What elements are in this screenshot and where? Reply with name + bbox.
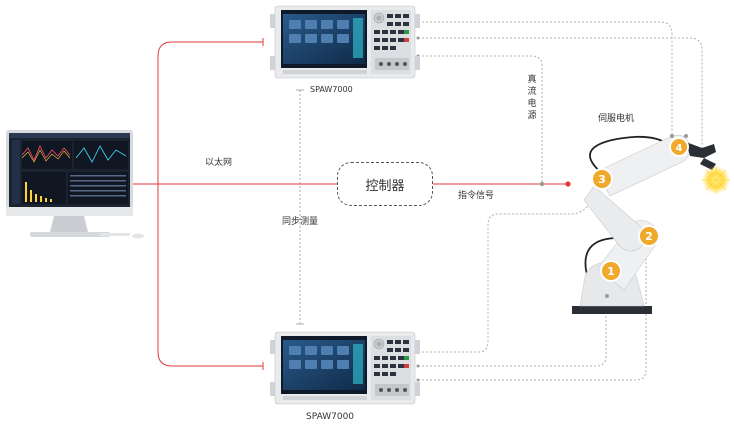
joint-label-2: 2 (645, 230, 653, 243)
controller-label: 控制器 (365, 178, 405, 194)
controller-box: 控制器 (337, 162, 433, 206)
measurement-connections (299, 21, 703, 381)
servo-motor-label: 伺服电机 (598, 114, 635, 124)
ethernet-line-branch (157, 41, 263, 184)
power-line (418, 55, 543, 182)
analyzer-top-label: SPAW7000 (310, 85, 353, 94)
power-supply-label: 真流电源 (527, 75, 537, 121)
power-analyzer-bottom (270, 331, 420, 405)
computer-monitor (6, 130, 144, 239)
sync-measure-label: 同步测量 (282, 217, 319, 227)
analyzer-bottom-label: SPAW7000 (306, 412, 355, 422)
ethernet-line-branch (157, 184, 263, 367)
ethernet-label: 以太网 (205, 158, 233, 168)
robot-arm: 1 2 3 4 (572, 134, 730, 314)
joint-label-4: 4 (676, 143, 683, 154)
joint-label-3: 3 (598, 173, 606, 186)
joint-label-1: 1 (607, 265, 615, 278)
signal-endpoint-dot (565, 181, 571, 187)
command-signal-label: 指令信号 (458, 191, 495, 201)
power-analyzer-top (270, 5, 420, 79)
